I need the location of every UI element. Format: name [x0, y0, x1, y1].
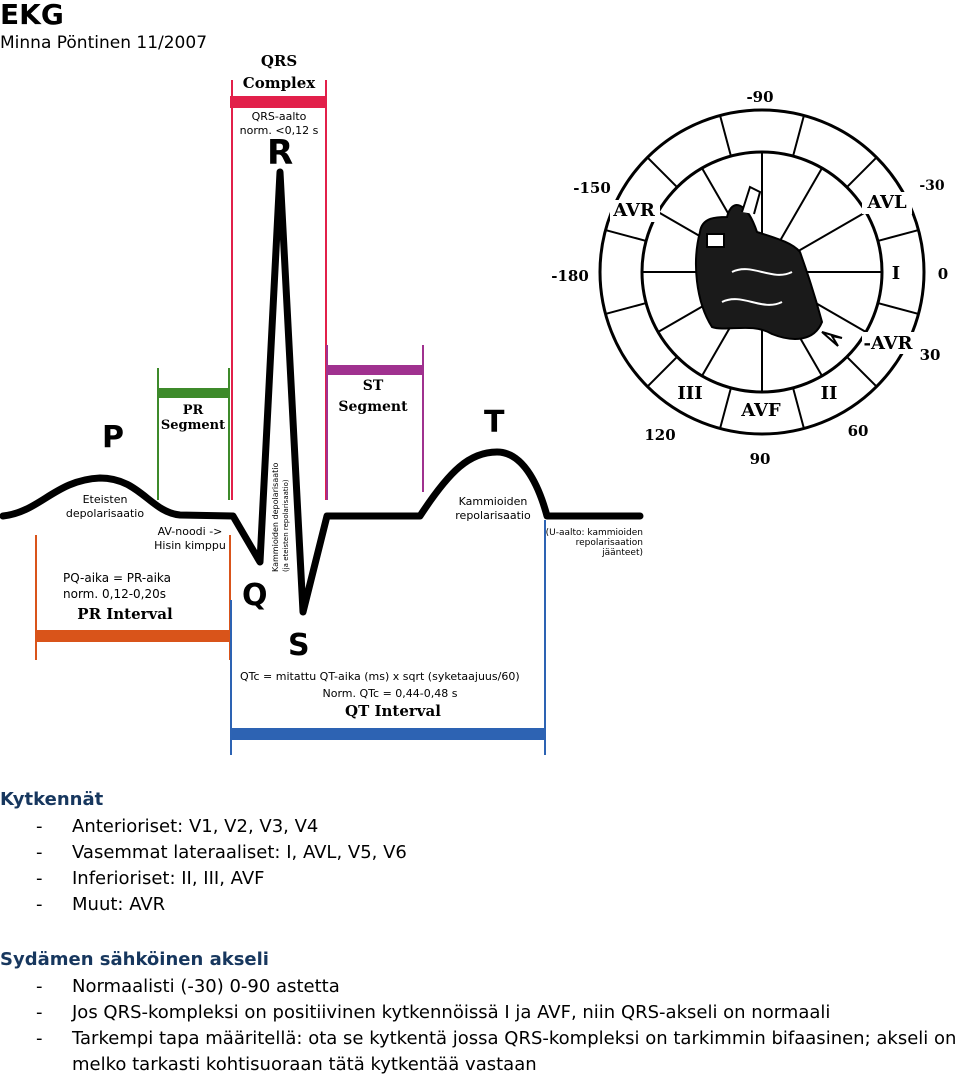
list-item: - Normaalisti (-30) 0-90 astetta	[0, 974, 958, 1000]
qt-interval-marker	[230, 520, 546, 755]
deg-plus60: 60	[848, 422, 869, 440]
list-item-text: Normaalisti (-30) 0-90 astetta	[72, 976, 340, 997]
list-item: - Vasemmat lateraaliset: I, AVL, V5, V6	[0, 840, 958, 866]
vert-note-1: Kammioiden depolarisaatio	[271, 463, 280, 572]
qtc-norm: Norm. QTc = 0,44-0,48 s	[323, 687, 458, 700]
qrs-note-1: QRS-aalto	[252, 110, 307, 123]
wheel-spoke	[605, 229, 647, 242]
st-segment-label-1: ST	[363, 378, 384, 394]
t-wave-label: T	[484, 405, 505, 440]
lead-i: I	[892, 263, 900, 284]
list-item: - Jos QRS-kompleksi on positiivinen kytke…	[0, 1000, 958, 1026]
lead-labels: AVR AVL I -AVR III II AVF	[610, 192, 914, 422]
list-item-text: Muut: AVR	[72, 894, 166, 915]
deg-minus150: -150	[573, 179, 611, 197]
wheel-spoke	[646, 356, 678, 388]
document-title: EKG	[0, 0, 64, 31]
p-wave-label: P	[102, 420, 124, 455]
pr-segment-label-2: Segment	[161, 418, 225, 433]
u-note-1: (U-aalto: kammioiden	[546, 528, 643, 538]
av-note-1: AV-noodi ->	[158, 525, 223, 538]
wheel-spoke	[646, 156, 678, 188]
akseli-list: - Normaalisti (-30) 0-90 astetta - Jos QRS…	[0, 974, 958, 1078]
pr-segment-label-1: PR	[183, 403, 204, 418]
q-wave-label: Q	[242, 578, 268, 613]
p-note-1: Eteisten	[83, 493, 128, 506]
list-item-text: Tarkempi tapa määritellä: ota se kytkent…	[72, 1028, 957, 1075]
list-bullet: -	[36, 1002, 43, 1023]
av-note-2: Hisin kimppu	[154, 539, 226, 552]
qtc-formula: QTc = mitattu QT-aika (ms) x sqrt (syket…	[240, 670, 520, 683]
list-item: - Tarkempi tapa määritellä: ota se kytken…	[0, 1026, 958, 1078]
wheel-spoke	[877, 302, 919, 315]
list-item: - Muut: AVR	[0, 892, 958, 918]
pr-interval-line-2: norm. 0,12-0,20s	[63, 587, 166, 601]
list-item: - Anterioriset: V1, V2, V3, V4	[0, 814, 958, 840]
pr-segment-marker	[157, 368, 230, 500]
st-segment-label-2: Segment	[338, 399, 408, 415]
deg-minus180: -180	[551, 267, 589, 285]
qt-interval-title: QT Interval	[345, 702, 441, 720]
wheel-spoke	[719, 387, 732, 429]
deg-zero: 0	[938, 265, 948, 283]
wheel-axis-line	[787, 211, 867, 258]
u-note-2: repolarisaation	[576, 538, 643, 548]
author-date: Minna Pöntinen 11/2007	[0, 33, 208, 53]
list-bullet: -	[36, 976, 43, 997]
list-item: - Inferioriset: II, III, AVF	[0, 866, 958, 892]
deg-minus90: -90	[746, 88, 773, 106]
list-bullet: -	[36, 1028, 43, 1049]
list-item-text: Inferioriset: II, III, AVF	[72, 868, 265, 889]
akseli-heading: Sydämen sähköinen akseli	[0, 949, 269, 970]
lead-avl: AVL	[866, 192, 907, 213]
kytkennat-list: - Anterioriset: V1, V2, V3, V4 - Vasemmat …	[0, 814, 958, 918]
p-note-2: depolarisaatio	[66, 507, 144, 520]
wheel-spoke	[846, 156, 878, 188]
pr-interval-line-1: PQ-aika = PR-aika	[63, 571, 171, 585]
lead-iii: III	[677, 383, 702, 404]
qrs-title-2: Complex	[243, 74, 317, 92]
deg-plus90: 90	[750, 450, 771, 468]
list-bullet: -	[36, 816, 43, 837]
deg-minus30: -30	[919, 178, 945, 194]
heart-icon	[695, 185, 843, 347]
wheel-spoke	[719, 115, 732, 157]
list-bullet: -	[36, 868, 43, 889]
wheel-spoke	[792, 115, 805, 157]
wheel-spoke	[877, 229, 919, 242]
s-wave-label: S	[288, 628, 310, 663]
list-item-text: Vasemmat lateraaliset: I, AVL, V5, V6	[72, 842, 407, 863]
lead-ii: II	[821, 383, 838, 404]
list-bullet: -	[36, 894, 43, 915]
ekg-waveform	[0, 168, 644, 616]
st-segment-marker	[326, 345, 424, 500]
t-note-2: repolarisaatio	[455, 509, 531, 522]
r-wave-label: R	[267, 133, 293, 173]
vertical-qrs-note: Kammioiden depolarisaatio (ja eteisten r…	[271, 463, 290, 572]
wheel-spoke	[846, 356, 878, 388]
qrs-title-1: QRS	[261, 52, 297, 70]
deg-plus120: 120	[644, 426, 675, 444]
wheel-axis-line	[776, 167, 823, 247]
lead-neg-avr: -AVR	[863, 333, 913, 354]
ekg-diagram: P R Q S T QRS Complex QRS-aalto norm. <0…	[0, 52, 948, 755]
qrs-note-2: norm. <0,12 s	[240, 124, 319, 137]
wheel-spoke	[605, 302, 647, 315]
list-item-text: Jos QRS-kompleksi on positiivinen kytken…	[72, 1002, 831, 1023]
t-note-1: Kammioiden	[459, 495, 528, 508]
lead-avf: AVF	[740, 400, 781, 421]
list-bullet: -	[36, 842, 43, 863]
lead-avr: AVR	[612, 200, 656, 221]
list-item-text: Anterioriset: V1, V2, V3, V4	[72, 816, 319, 837]
deg-plus30: 30	[920, 346, 941, 364]
kytkennat-heading: Kytkennät	[0, 789, 104, 810]
u-note-3: jäänteet)	[601, 548, 643, 558]
vert-note-2: (ja eteisten repolarisaatio)	[282, 479, 290, 572]
wheel-spoke	[792, 387, 805, 429]
pr-interval-title: PR Interval	[77, 605, 173, 623]
